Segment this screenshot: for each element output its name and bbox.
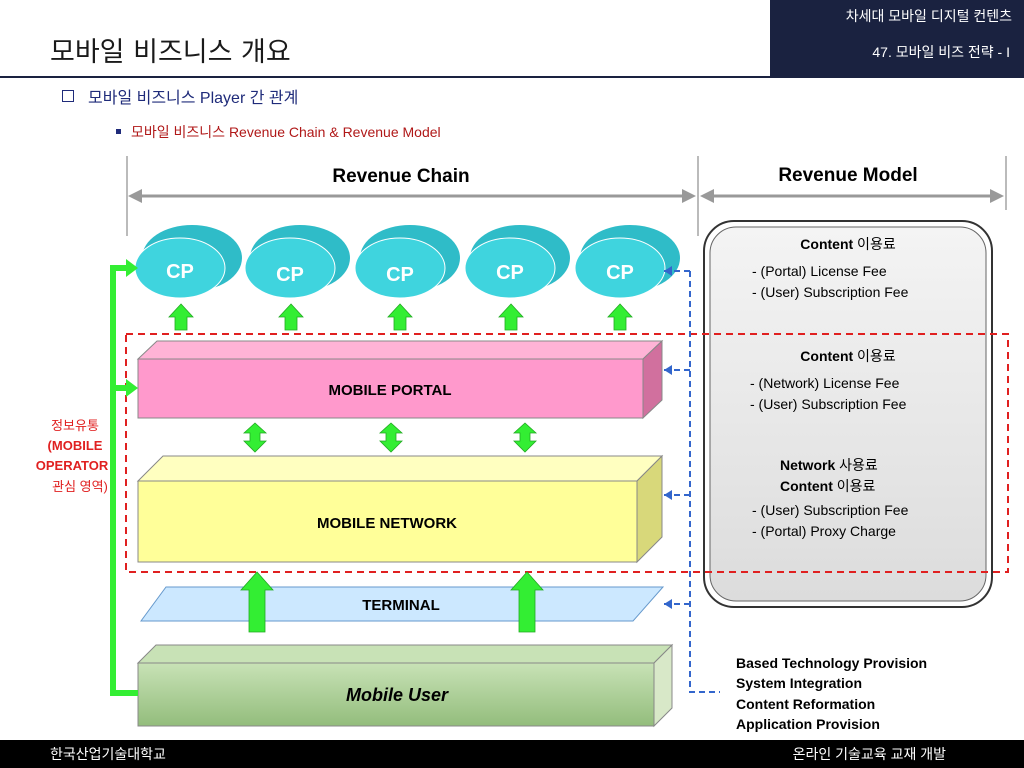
cp-2: CP: [244, 225, 350, 299]
up-arrow: [278, 303, 304, 331]
revenue-model-arrow: [700, 189, 1004, 203]
big-up-arrow: [240, 571, 274, 633]
operator-label-line2: (MOBILE: [48, 438, 103, 453]
model-section-3: Network 사용료 Content 이용료 - (User) Subscri…: [752, 457, 909, 539]
revenue-chain-arrow: [128, 189, 696, 203]
up-arrow: [168, 303, 194, 331]
mobile-user-label: Mobile User: [346, 685, 449, 705]
provision-item: System Integration: [736, 675, 862, 691]
model-item: - (Portal) Proxy Charge: [752, 523, 896, 539]
model-heading-rest: 사용료: [835, 457, 878, 473]
revenue-chain-label: Revenue Chain: [332, 166, 469, 187]
model-heading-bold: Content: [780, 478, 833, 494]
mobile-portal: MOBILE PORTAL: [136, 339, 664, 420]
model-heading-bold: Content: [800, 348, 853, 364]
main-bullet-text: 모바일 비즈니스 Player 간 관계: [88, 90, 299, 107]
cp-label: CP: [166, 261, 194, 283]
revenue-model-box: [709, 226, 987, 602]
double-arrow: [378, 422, 404, 453]
portal-network-arrows: [242, 422, 538, 453]
footer-left-text: 한국산업기술대학교: [50, 746, 166, 762]
header-divider: [0, 76, 1024, 78]
model-item: - (Portal) License Fee: [752, 263, 887, 279]
section-title: 47. 모바일 비즈 전략 - I: [872, 44, 1010, 60]
cp-label: CP: [606, 262, 634, 284]
cp-5: CP: [574, 225, 680, 299]
double-arrow: [242, 422, 268, 453]
up-arrow: [498, 303, 524, 331]
mobile-network: MOBILE NETWORK: [136, 454, 664, 564]
model-heading: Content 이용료: [800, 348, 896, 364]
provision-arrowheads: [664, 266, 672, 609]
model-item: - (Network) License Fee: [750, 375, 900, 391]
user-network-arrows: [240, 571, 544, 633]
model-heading: Content 이용료: [800, 236, 896, 252]
cp-4: CP: [464, 225, 570, 299]
square-bullet-icon: [116, 129, 121, 134]
model-item: - (User) Subscription Fee: [752, 502, 909, 518]
cp-label: CP: [496, 262, 524, 284]
footer-right-text: 온라인 기술교육 교재 개발: [792, 746, 946, 762]
provision-item: Application Provision: [736, 716, 880, 732]
model-section-1: Content 이용료 - (Portal) License Fee - (Us…: [752, 236, 909, 300]
provision-list: Based Technology Provision System Integr…: [736, 655, 927, 732]
header-bar: 차세대 모바일 디지털 컨텐츠 47. 모바일 비즈 전략 - I: [770, 0, 1024, 76]
sub-bullet-text: 모바일 비즈니스 Revenue Chain & Revenue Model: [131, 124, 441, 140]
model-section-2: Content 이용료 - (Network) License Fee - (U…: [750, 348, 907, 412]
terminal-label: TERMINAL: [362, 597, 440, 614]
model-heading-rest: 이용료: [833, 478, 876, 494]
operator-label-line4: 관심 영역): [52, 479, 108, 494]
model-heading-bold: Content: [800, 236, 853, 252]
cp-label: CP: [276, 264, 304, 286]
header-left: [0, 0, 770, 78]
operator-connector: [110, 259, 138, 696]
main-bullet: 모바일 비즈니스 Player 간 관계: [62, 84, 298, 108]
operator-label: 정보유통 (MOBILE OPERATOR 관심 영역): [36, 418, 109, 494]
up-arrow: [387, 303, 413, 331]
checkbox-bullet-icon: [62, 90, 74, 102]
big-up-arrow: [510, 571, 544, 633]
cp-1: CP: [134, 225, 242, 299]
model-item: - (User) Subscription Fee: [750, 396, 907, 412]
model-heading-bold: Network: [780, 457, 835, 473]
mobile-portal-label: MOBILE PORTAL: [328, 382, 451, 399]
model-heading-rest: 이용료: [853, 236, 896, 252]
model-heading: Content 이용료: [780, 478, 876, 494]
mobile-user: Mobile User: [136, 643, 674, 728]
double-arrow: [512, 422, 538, 453]
revenue-model-label: Revenue Model: [778, 165, 917, 186]
operator-label-line1: 정보유통: [51, 418, 99, 433]
footer-bar: 한국산업기술대학교 온라인 기술교육 교재 개발: [0, 740, 1024, 768]
cp-arrows: [168, 303, 633, 331]
cp-3: CP: [354, 225, 460, 299]
cp-label: CP: [386, 264, 414, 286]
provision-item: Content Reformation: [736, 696, 875, 712]
course-title: 차세대 모바일 디지털 컨텐츠: [845, 8, 1012, 24]
up-arrow: [607, 303, 633, 331]
model-item: - (User) Subscription Fee: [752, 284, 909, 300]
terminal: TERMINAL: [140, 586, 665, 622]
operator-label-line3: OPERATOR: [36, 458, 109, 473]
provision-item: Based Technology Provision: [736, 655, 927, 671]
model-heading: Network 사용료: [780, 457, 878, 473]
operator-region: [125, 333, 1009, 573]
sub-bullet: 모바일 비즈니스 Revenue Chain & Revenue Model: [116, 122, 441, 142]
mobile-network-label: MOBILE NETWORK: [317, 515, 457, 532]
page-title: 모바일 비즈니스 개요: [50, 37, 291, 68]
model-heading-rest: 이용료: [853, 348, 896, 364]
